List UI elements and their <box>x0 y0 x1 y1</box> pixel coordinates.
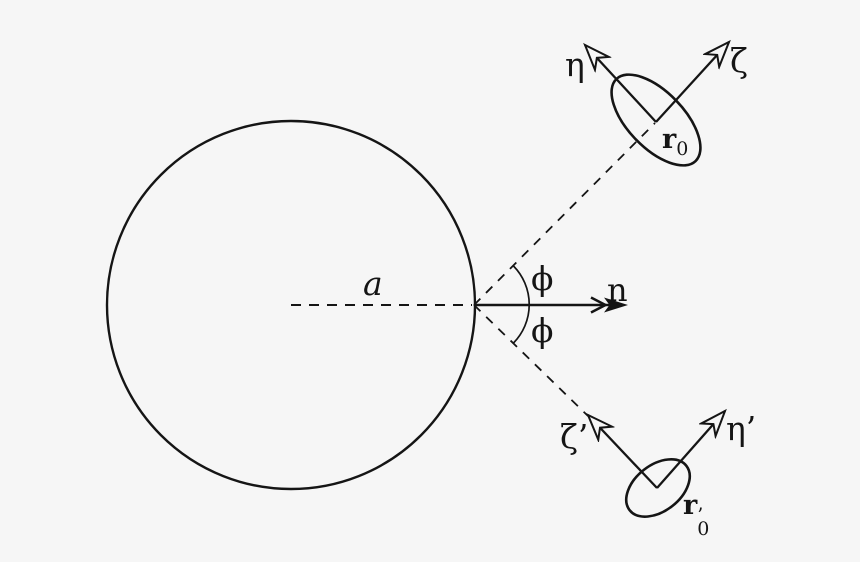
label-r0-prime-subscript: 0 <box>697 517 710 540</box>
label-r0-prime-vector: r’0 <box>683 490 710 540</box>
zeta-axis-arrow <box>655 42 729 123</box>
normal-arrowhead <box>604 297 628 313</box>
label-radius-a: a <box>363 264 383 303</box>
label-r0-prime-mark: ’ <box>697 504 704 526</box>
label-r0-base: r <box>662 124 677 155</box>
label-angle-phi-lower: ϕ <box>531 311 554 350</box>
label-zeta-prime-axis: ζ’ <box>560 417 589 456</box>
label-r0-vector: r0 <box>662 126 688 159</box>
label-r0-subscript: 0 <box>676 138 689 160</box>
label-eta-axis: η <box>565 45 585 84</box>
label-r0-prime-base: r <box>683 490 698 521</box>
upper-ray-dashed-line <box>473 122 656 306</box>
label-eta-prime-axis: η’ <box>726 409 757 448</box>
lower-beam-ellipse <box>624 458 692 518</box>
normal-arrowhead-chevron <box>590 296 609 314</box>
label-normal-n: n <box>607 271 628 309</box>
label-angle-phi-upper: ϕ <box>531 259 554 298</box>
eta-axis-arrow <box>585 45 657 123</box>
eta-prime-axis-arrow <box>656 411 725 489</box>
zeta-prime-axis-arrow <box>588 415 658 489</box>
label-zeta-axis: ζ <box>730 41 748 80</box>
